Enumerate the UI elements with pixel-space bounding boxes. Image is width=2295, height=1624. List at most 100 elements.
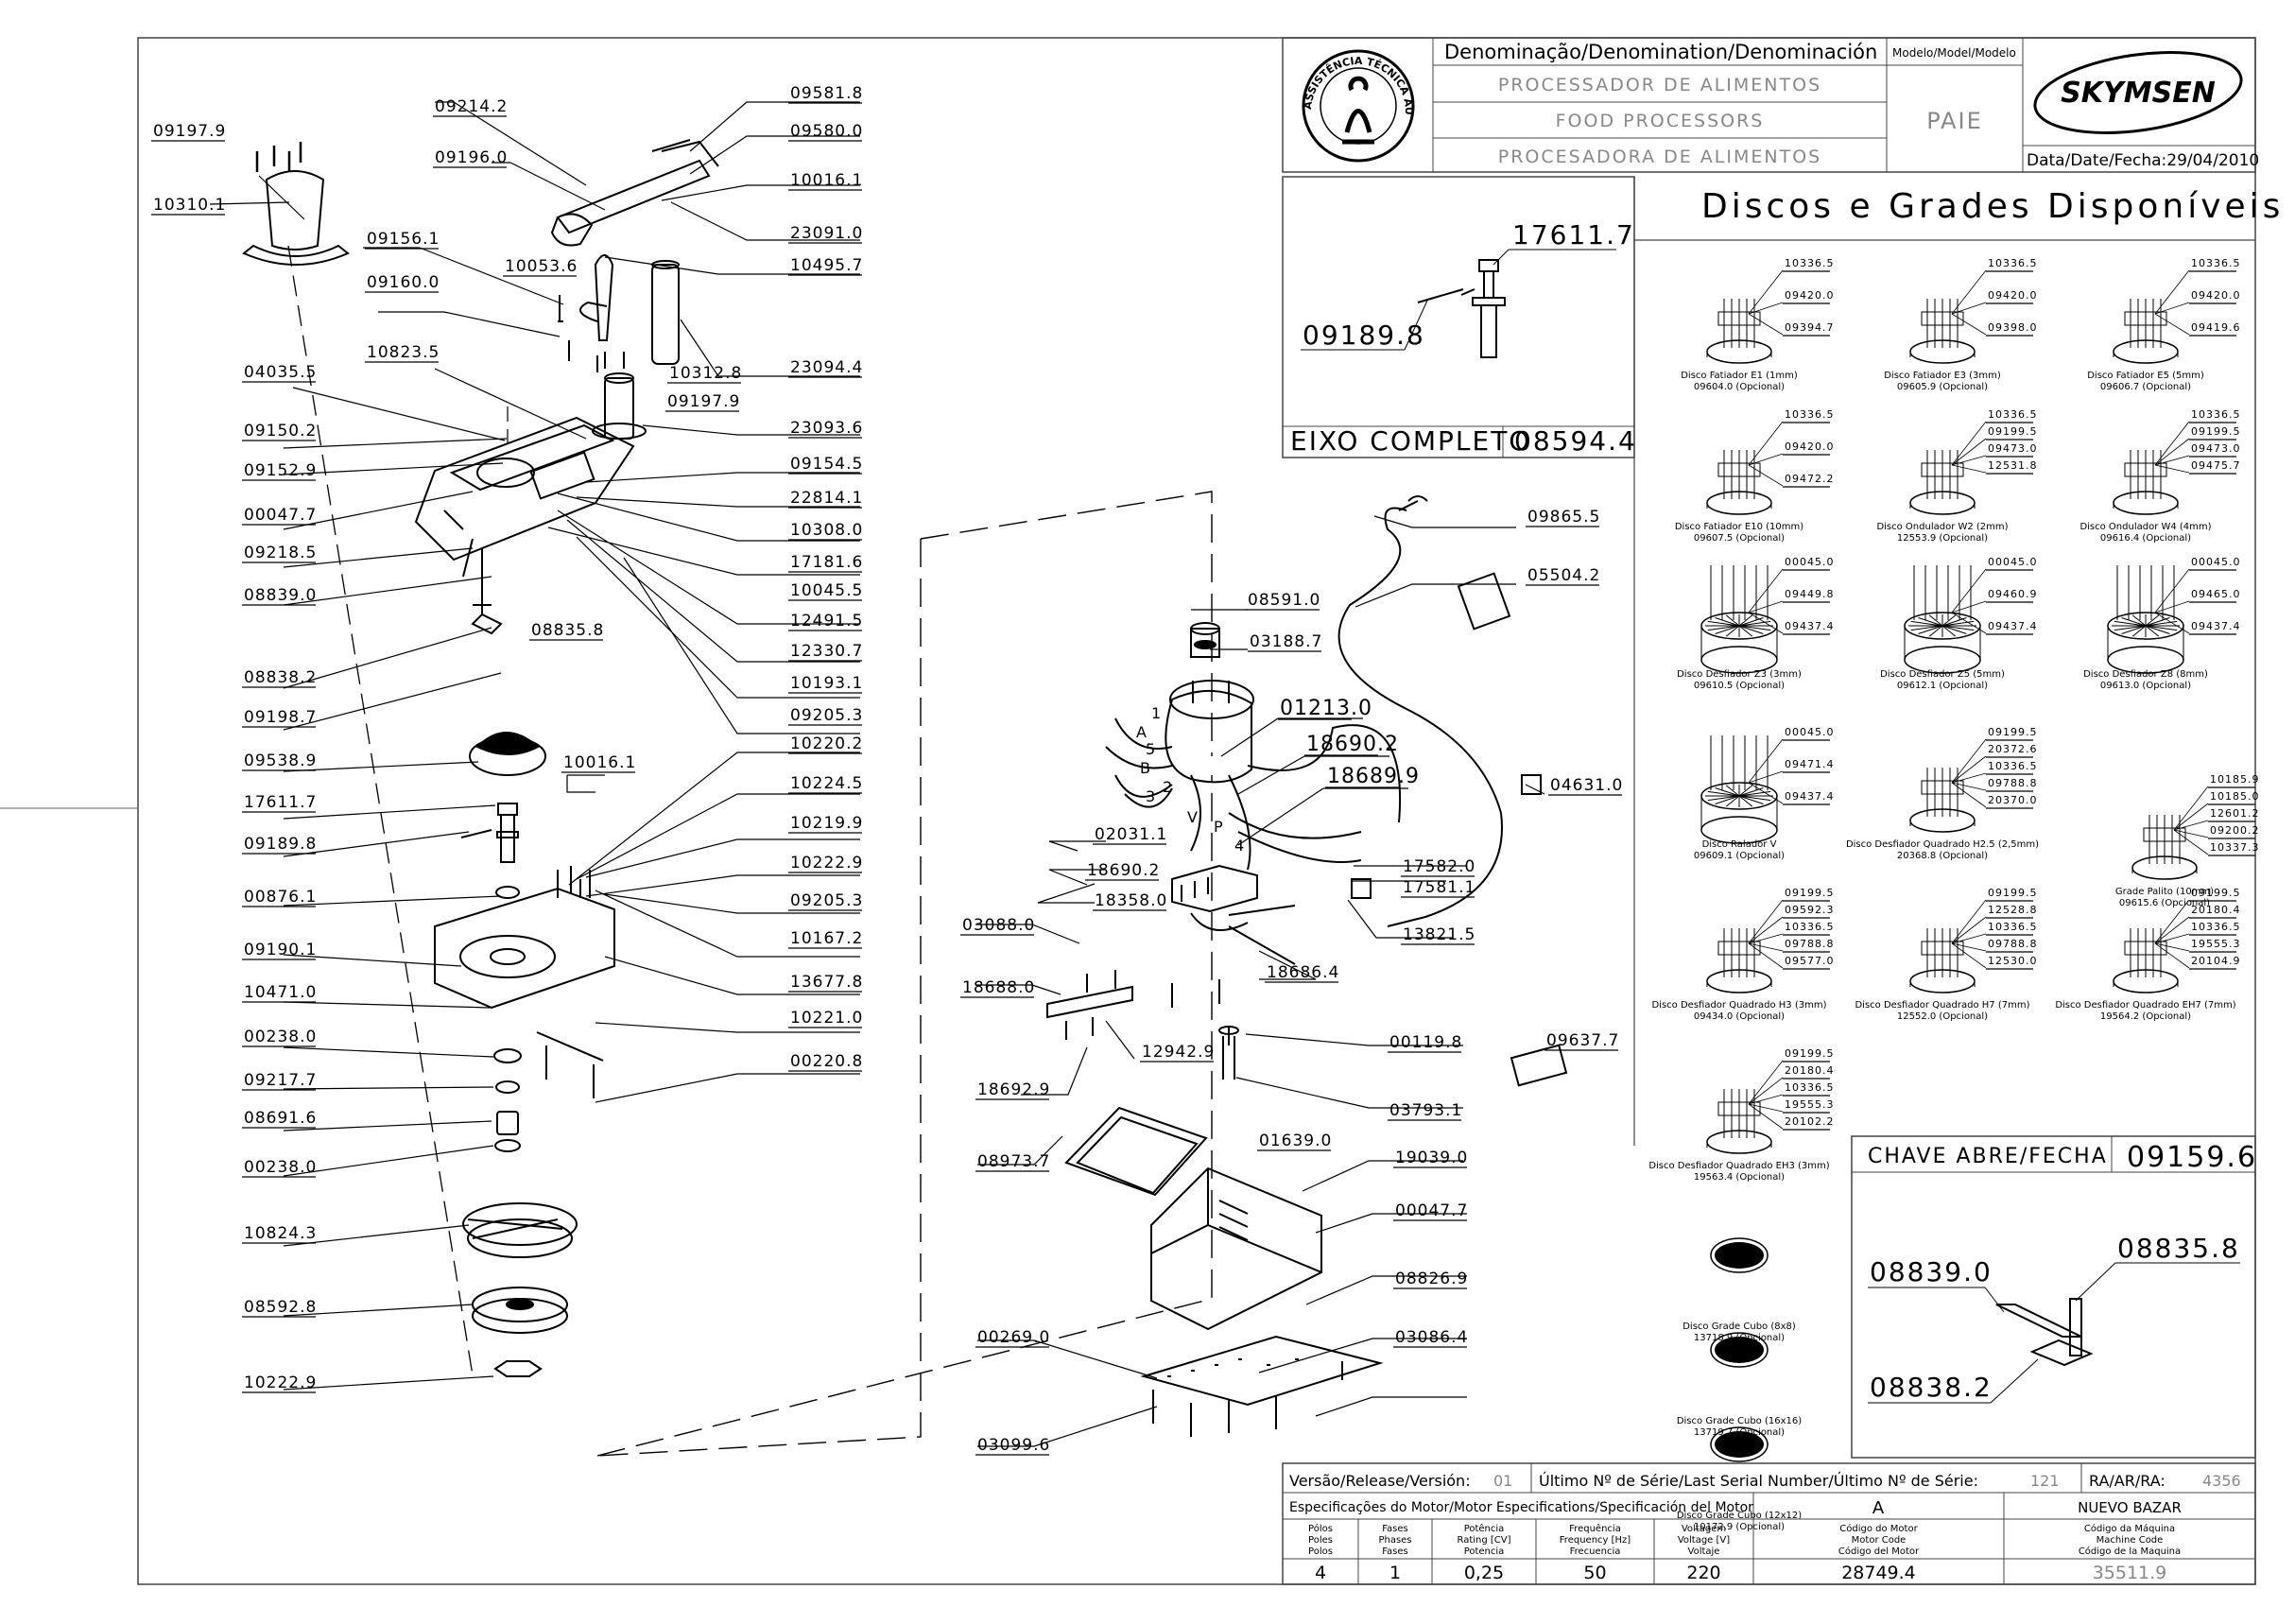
- part-label-09156.1: 09156.1: [367, 230, 440, 249]
- disc-name: Disco Desfiador Quadrado H2.5 (2,5mm): [1846, 839, 2039, 850]
- wire-letter-A: A: [1136, 723, 1147, 741]
- disc-name: Disco Grade Cubo (8x8): [1682, 1322, 1796, 1332]
- part-label-08973.7: 08973.7: [977, 1152, 1050, 1171]
- switch-box-code: 09159.6: [2127, 1141, 2257, 1174]
- disc-ref-09199.5: 09199.5: [1785, 1047, 1835, 1060]
- footer-table: Versão/Release/Versión: 01 Último Nº de …: [1282, 1462, 2256, 1585]
- stamp-text: ASSISTÊNCIA TÉCNICA AUTORIZADA: [0, 0, 1415, 115]
- name-en: FOOD PROCESSORS: [1556, 111, 1765, 131]
- part-label-19039.0: 19039.0: [1395, 1149, 1468, 1167]
- footer-col-header: Poles: [1308, 1535, 1333, 1546]
- footer-col-header: Fases: [1382, 1524, 1408, 1534]
- model-header: Modelo/Model/Modelo: [1892, 46, 2016, 60]
- disc-name: Disco Desfiador Quadrado EH7 (7mm): [2055, 1000, 2235, 1011]
- footer-col-header: Polos: [1308, 1546, 1333, 1557]
- disc-ref-09420.0: 09420.0: [2191, 289, 2241, 302]
- part-label-10312.8: 10312.8: [669, 364, 742, 383]
- disc-ref-00045.0: 00045.0: [1785, 556, 1835, 568]
- disc-code: 10172.9 (Opcional): [1694, 1522, 1785, 1532]
- disc-ref-00045.0: 00045.0: [2191, 556, 2241, 568]
- disc-item: Disco Grade Cubo (8x8)13718.9 (Opcional): [1682, 1237, 1796, 1343]
- disc-ref-09577.0: 09577.0: [1785, 955, 1835, 967]
- disc-name: Disco Ondulador W4 (4mm): [2079, 522, 2211, 532]
- footer-col-value: 28749.4: [1841, 1563, 1916, 1583]
- disc-ref-12528.8: 12528.8: [1988, 904, 2038, 916]
- disc-code: 09605.9 (Opcional): [1897, 382, 1988, 392]
- part-label-18686.4: 18686.4: [1267, 963, 1339, 982]
- footer-col-header: Frecuencia: [1570, 1546, 1621, 1557]
- part-label-13821.5: 13821.5: [1403, 925, 1475, 944]
- disc-ref-10336.5: 10336.5: [1988, 760, 2038, 772]
- part-label-10219.9: 10219.9: [790, 814, 863, 833]
- switch-box-title: CHAVE ABRE/FECHA: [1868, 1145, 2108, 1168]
- part-label-10495.7: 10495.7: [790, 256, 863, 275]
- wire-letter-V: V: [1187, 808, 1198, 826]
- part-label-13677.8: 13677.8: [790, 973, 863, 992]
- part-label-04631.0: 04631.0: [1550, 776, 1623, 795]
- part-label-00119.8: 00119.8: [1389, 1033, 1462, 1052]
- skymsen-logo: SKYMSEN: [2033, 51, 2243, 134]
- part-label-09196.0: 09196.0: [435, 148, 508, 167]
- left-part-labels: 09197.910310.109214.209196.009156.109160…: [151, 97, 635, 1393]
- disc-code: 09613.0 (Opcional): [2100, 681, 2191, 691]
- part-label-17582.0: 17582.0: [1403, 857, 1475, 876]
- disc-item: 09199.520372.610336.509788.820370.0Disco…: [1846, 726, 2039, 861]
- disc-name: Disco Desfiador Z3 (3mm): [1677, 669, 1802, 680]
- disc-code: 09612.1 (Opcional): [1897, 681, 1988, 691]
- part-label-00047.7: 00047.7: [244, 506, 317, 525]
- motor-letter: A: [1872, 1498, 1885, 1518]
- part-label-09637.7: 09637.7: [1546, 1031, 1619, 1050]
- disc-ref-12530.0: 12530.0: [1988, 955, 2038, 967]
- shaft-box: EIXO COMPLETO 08594.4 17611.7 09189.8: [1282, 176, 1635, 458]
- footer-col-value: 220: [1686, 1563, 1720, 1583]
- disc-item: 09199.509592.310336.509788.809577.0Disco…: [1651, 887, 1835, 1022]
- disc-name: Disco Fatiador E1 (1mm): [1681, 371, 1798, 381]
- footer-col-header: Código de la Maquina: [2079, 1546, 2181, 1557]
- disc-ref-09200.2: 09200.2: [2210, 824, 2260, 837]
- part-label-09205.3: 09205.3: [790, 706, 863, 725]
- disc-item: 09199.512528.810336.509788.812530.0Disco…: [1855, 887, 2038, 1022]
- wire-letter-1: 1: [1151, 704, 1161, 722]
- disc-ref-09449.8: 09449.8: [1785, 588, 1835, 600]
- footer-col-header: Voltagem: [1682, 1524, 1726, 1534]
- part-label-04035.5: 04035.5: [244, 363, 317, 382]
- part-label-10220.2: 10220.2: [790, 734, 863, 753]
- disc-item: 09199.520180.410336.519555.320102.2Disco…: [1648, 1047, 1835, 1183]
- disc-ref-10185.0: 10185.0: [2210, 790, 2260, 803]
- dashed-outline: [596, 775, 1213, 1457]
- footer-col-header: Rating [CV]: [1457, 1535, 1510, 1546]
- footer-columns: PólosPolesPolos4FasesPhasesFases1Potênci…: [1308, 1523, 2181, 1583]
- disc-ref-10336.5: 10336.5: [1785, 257, 1835, 269]
- disc-code: 09607.5 (Opcional): [1694, 533, 1785, 544]
- disc-code: 09604.0 (Opcional): [1694, 382, 1785, 392]
- disc-ref-09472.2: 09472.2: [1785, 473, 1835, 485]
- part-label-09154.5: 09154.5: [790, 455, 863, 474]
- part-label-03099.6: 03099.6: [977, 1436, 1050, 1455]
- motor-spec-label: Especificações do Motor/Motor Especifica…: [1289, 1500, 1753, 1515]
- part-label-00876.1: 00876.1: [244, 888, 317, 907]
- version-label: Versão/Release/Versión:: [1289, 1472, 1471, 1490]
- part-label-10471.0: 10471.0: [244, 983, 317, 1002]
- footer-col-header: Potencia: [1464, 1546, 1505, 1557]
- footer-col-header: Potência: [1464, 1523, 1505, 1534]
- part-label-18358.0: 18358.0: [1095, 891, 1167, 910]
- part-label-10824.3: 10824.3: [244, 1224, 317, 1243]
- disc-ref-10336.5: 10336.5: [1988, 408, 2038, 421]
- part-label-08839.0: 08839.0: [244, 586, 317, 605]
- denomination-header: Denominação/Denomination/Denominación: [1444, 41, 1877, 63]
- disc-ref-09471.4: 09471.4: [1785, 758, 1835, 770]
- footer-col-header: Código do Motor: [1839, 1523, 1918, 1534]
- footer-col-header: Voltage [V]: [1678, 1535, 1730, 1546]
- footer-col-header: Machine Code: [2097, 1535, 2164, 1546]
- wire-letter-2: 2: [1163, 778, 1172, 796]
- disc-ref-09465.0: 09465.0: [2191, 588, 2241, 600]
- part-label-00238.0: 00238.0: [244, 1158, 317, 1177]
- disc-ref-20372.6: 20372.6: [1988, 743, 2038, 755]
- part-label-09538.9: 09538.9: [244, 752, 317, 770]
- disc-ref-10336.5: 10336.5: [2191, 921, 2241, 933]
- part-label-09581.8: 09581.8: [790, 84, 863, 103]
- part-label-18688.0: 18688.0: [962, 978, 1035, 997]
